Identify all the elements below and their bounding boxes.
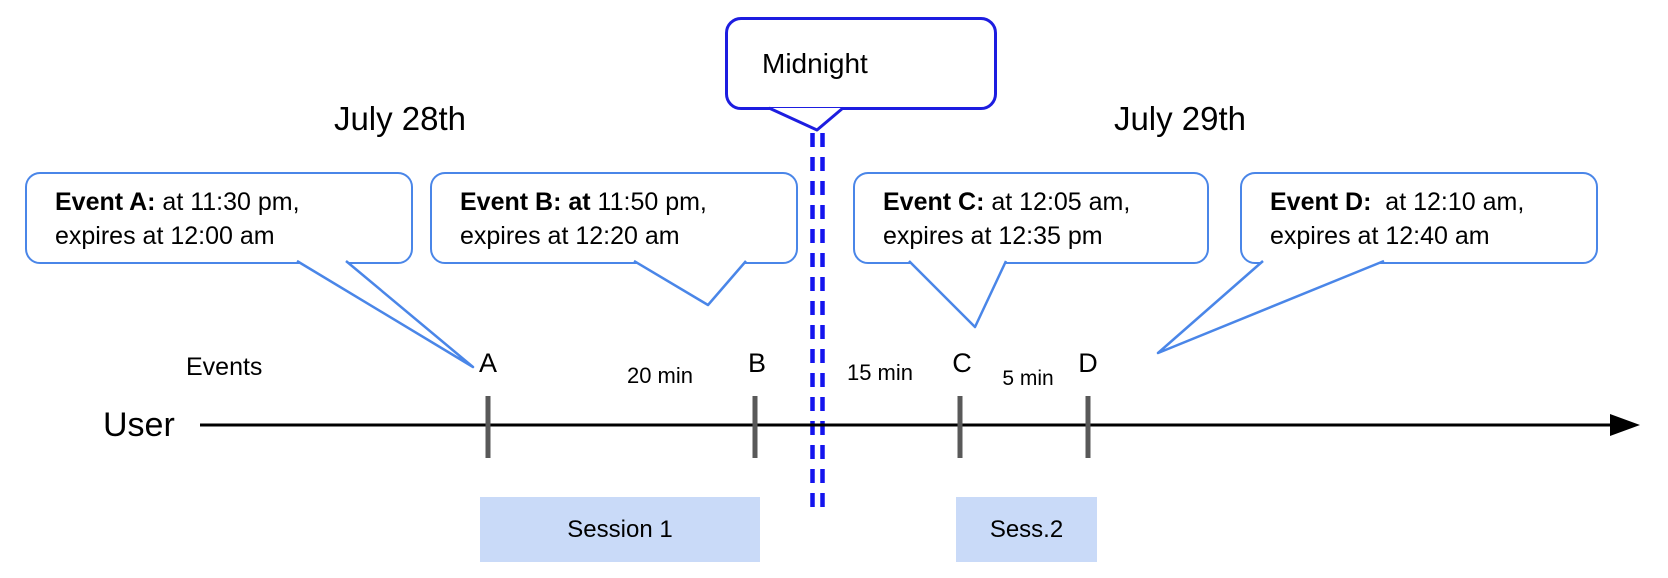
- midnight-label: Midnight: [762, 47, 868, 79]
- event-b-line2: expires at 12:20 am: [460, 222, 680, 250]
- event-c-time: at 12:05 am,: [984, 188, 1131, 216]
- session-1-bar: Session 1: [480, 497, 760, 562]
- event-b-line1: Event B: at 11:50 pm,: [460, 185, 788, 219]
- event-a-time: at 11:30 pm,: [155, 188, 300, 216]
- event-a-line2: expires at 12:00 am: [55, 222, 275, 250]
- event-d-title: Event D:: [1270, 188, 1372, 216]
- event-a-callout-tail: [296, 259, 475, 369]
- timeline-arrowhead-icon: [1610, 414, 1640, 436]
- event-d-callout: Event D: at 12:10 am, expires at 12:40 a…: [1240, 172, 1598, 264]
- date-july-28: July 28th: [333, 100, 467, 137]
- session-2-bar: Sess.2: [956, 497, 1097, 562]
- event-d-line1: Event D: at 12:10 am,: [1270, 185, 1588, 219]
- event-c-title: Event C:: [883, 188, 985, 216]
- event-a-callout: Event A: at 11:30 pm, expires at 12:00 a…: [25, 172, 413, 264]
- midnight-callout-tail: [768, 106, 844, 132]
- event-c-line2: expires at 12:35 pm: [883, 222, 1103, 250]
- session-1-label: Session 1: [567, 515, 673, 543]
- session-2-label: Sess.2: [989, 515, 1064, 543]
- event-c-line1: Event C: at 12:05 am,: [883, 185, 1199, 219]
- date-july-29: July 29th: [1113, 100, 1247, 137]
- event-d-callout-tail: [1156, 259, 1385, 355]
- event-a-title: Event A:: [55, 188, 156, 216]
- event-c-callout: Event C: at 12:05 am, expires at 12:35 p…: [853, 172, 1209, 264]
- gap-label-15min: 15 min: [846, 360, 914, 385]
- tick-label-d: D: [1078, 348, 1098, 378]
- event-b-time: 11:50 pm,: [590, 188, 707, 216]
- event-b-title: Event B: at: [460, 188, 591, 216]
- event-d-time: at 12:10 am,: [1371, 188, 1525, 216]
- gap-label-20min: 20 min: [626, 363, 694, 388]
- tick-label-a: A: [478, 348, 497, 378]
- event-b-callout: Event B: at 11:50 pm, expires at 12:20 a…: [430, 172, 798, 264]
- tick-label-b: B: [747, 348, 766, 378]
- gap-label-5min: 5 min: [1002, 367, 1054, 390]
- event-a-line1: Event A: at 11:30 pm,: [55, 185, 403, 219]
- event-b-callout-tail: [633, 259, 747, 307]
- user-axis-label: User: [103, 406, 175, 444]
- event-d-line2: expires at 12:40 am: [1270, 222, 1490, 250]
- event-c-callout-tail: [908, 260, 1008, 329]
- events-axis-label: Events: [186, 353, 263, 381]
- tick-label-c: C: [952, 348, 972, 378]
- midnight-callout: Midnight: [725, 17, 997, 110]
